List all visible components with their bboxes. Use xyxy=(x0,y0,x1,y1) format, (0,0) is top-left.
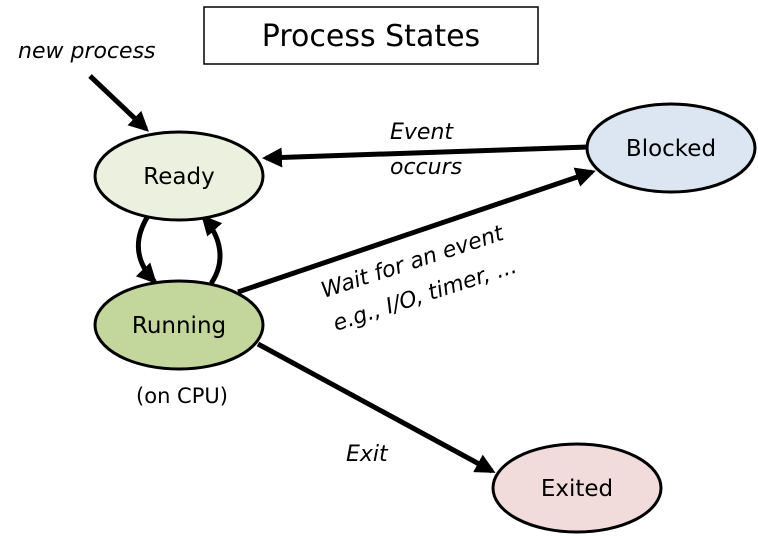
state-exited-label: Exited xyxy=(541,476,613,502)
arrow-ready-to-running xyxy=(135,213,157,284)
title-box: Process States xyxy=(203,6,539,65)
state-blocked-shape xyxy=(585,102,757,194)
label-event-occurs-line1: Event xyxy=(390,120,454,145)
arrow-blocked-to-ready xyxy=(262,144,589,168)
label-event-occurs-line2: occurs xyxy=(390,155,462,180)
state-ready-label: Ready xyxy=(143,164,214,190)
label-on-cpu: (on CPU) xyxy=(136,384,228,408)
state-blocked-label: Blocked xyxy=(626,136,716,162)
arrow-running-to-blocked xyxy=(237,167,596,295)
arrow-running-to-ready xyxy=(201,215,223,285)
state-ready: Ready xyxy=(93,130,265,222)
arrow-running-to-exited xyxy=(256,341,496,474)
state-running: Running xyxy=(93,279,265,371)
state-blocked: Blocked xyxy=(585,102,757,194)
label-new-process: new process xyxy=(18,39,156,64)
state-ready-shape xyxy=(93,130,265,222)
label-exit: Exit xyxy=(346,442,389,467)
state-exited-shape xyxy=(491,442,663,534)
state-running-shape xyxy=(93,279,265,371)
diagram-title: Process States xyxy=(262,19,480,54)
state-running-label: Running xyxy=(132,313,226,339)
state-exited: Exited xyxy=(491,442,663,534)
title-frame xyxy=(203,6,539,65)
arrow-new-process-to-ready xyxy=(88,74,149,132)
